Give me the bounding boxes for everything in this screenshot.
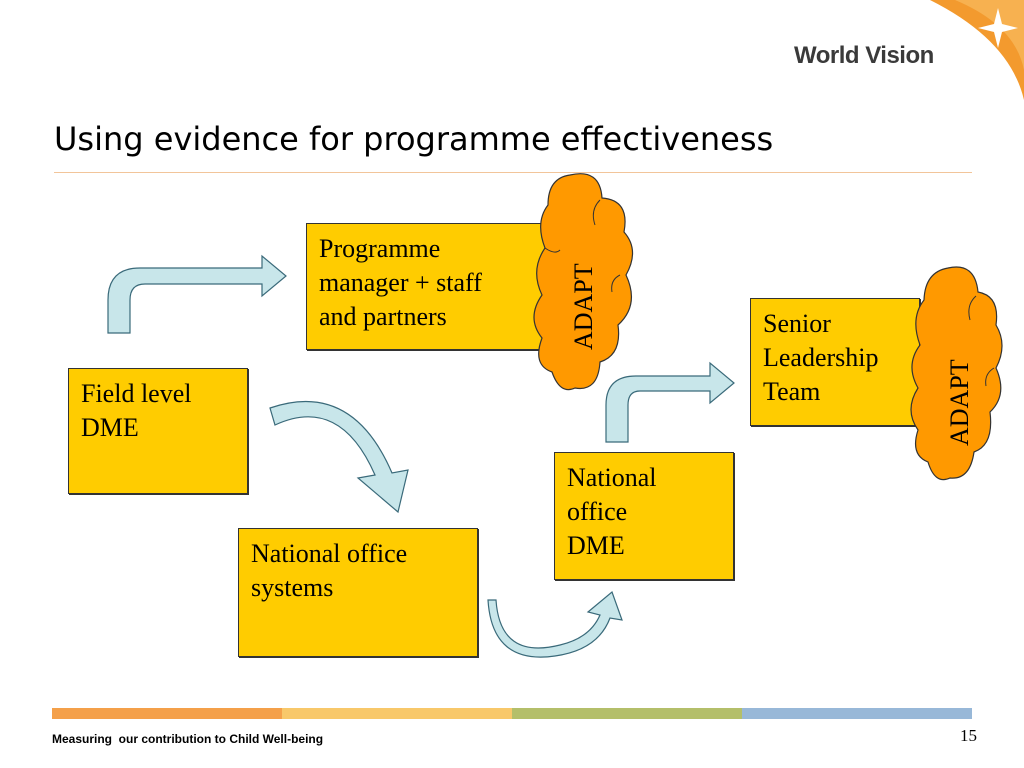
- footer-bar-blue: [742, 708, 972, 719]
- senior-leadership-team-box: Senior Leadership Team: [750, 298, 920, 426]
- national-systems-box-line-2: systems: [251, 573, 334, 602]
- bent-arrow-dme-to-senior-icon: [605, 361, 735, 443]
- field-box-line-2: DME: [81, 413, 139, 442]
- programme-box-line-1: Programme: [319, 234, 441, 263]
- adapt-label-1: ADAPT: [569, 263, 598, 350]
- field-box-line-1: Field level: [81, 379, 192, 408]
- field-level-dme-box: Field level DME: [68, 368, 248, 494]
- programme-box-line-2: manager + staff: [319, 268, 482, 297]
- national-dme-box-line-3: DME: [567, 531, 625, 560]
- title-divider: [54, 172, 972, 173]
- adapt-cloud-2-icon: ADAPT: [910, 266, 1003, 481]
- footer-bar-yellow: [282, 708, 512, 719]
- senior-box-line-3: Team: [763, 377, 821, 406]
- slide-title: Using evidence for programme effectivene…: [54, 120, 774, 158]
- bent-arrow-field-to-programme-icon: [107, 254, 287, 334]
- programme-box-line-3: and partners: [319, 302, 447, 331]
- national-systems-box-line-1: National office: [251, 539, 408, 568]
- programme-manager-box: Programme manager + staff and partners: [306, 223, 546, 350]
- national-office-dme-box: National office DME: [554, 452, 734, 580]
- national-dme-box-line-1: National: [567, 463, 657, 492]
- world-vision-star-logo-icon: [930, 0, 1024, 100]
- world-vision-logo-text: World Vision: [794, 42, 934, 69]
- footer-bar-orange: [52, 708, 282, 719]
- curved-arrow-field-to-systems-icon: [269, 400, 409, 514]
- national-office-systems-box: National office systems: [238, 528, 478, 657]
- adapt-cloud-1-icon: ADAPT: [533, 173, 634, 391]
- page-number: 15: [960, 726, 977, 745]
- national-dme-box-line-2: office: [567, 497, 628, 526]
- senior-box-line-2: Leadership: [763, 343, 879, 372]
- senior-box-line-1: Senior: [763, 309, 831, 338]
- footer-bar-green: [512, 708, 742, 719]
- adapt-label-2: ADAPT: [945, 359, 974, 446]
- footer-caption: Measuring our contribution to Child Well…: [52, 732, 324, 746]
- curved-arrow-systems-to-dme-icon: [487, 590, 623, 658]
